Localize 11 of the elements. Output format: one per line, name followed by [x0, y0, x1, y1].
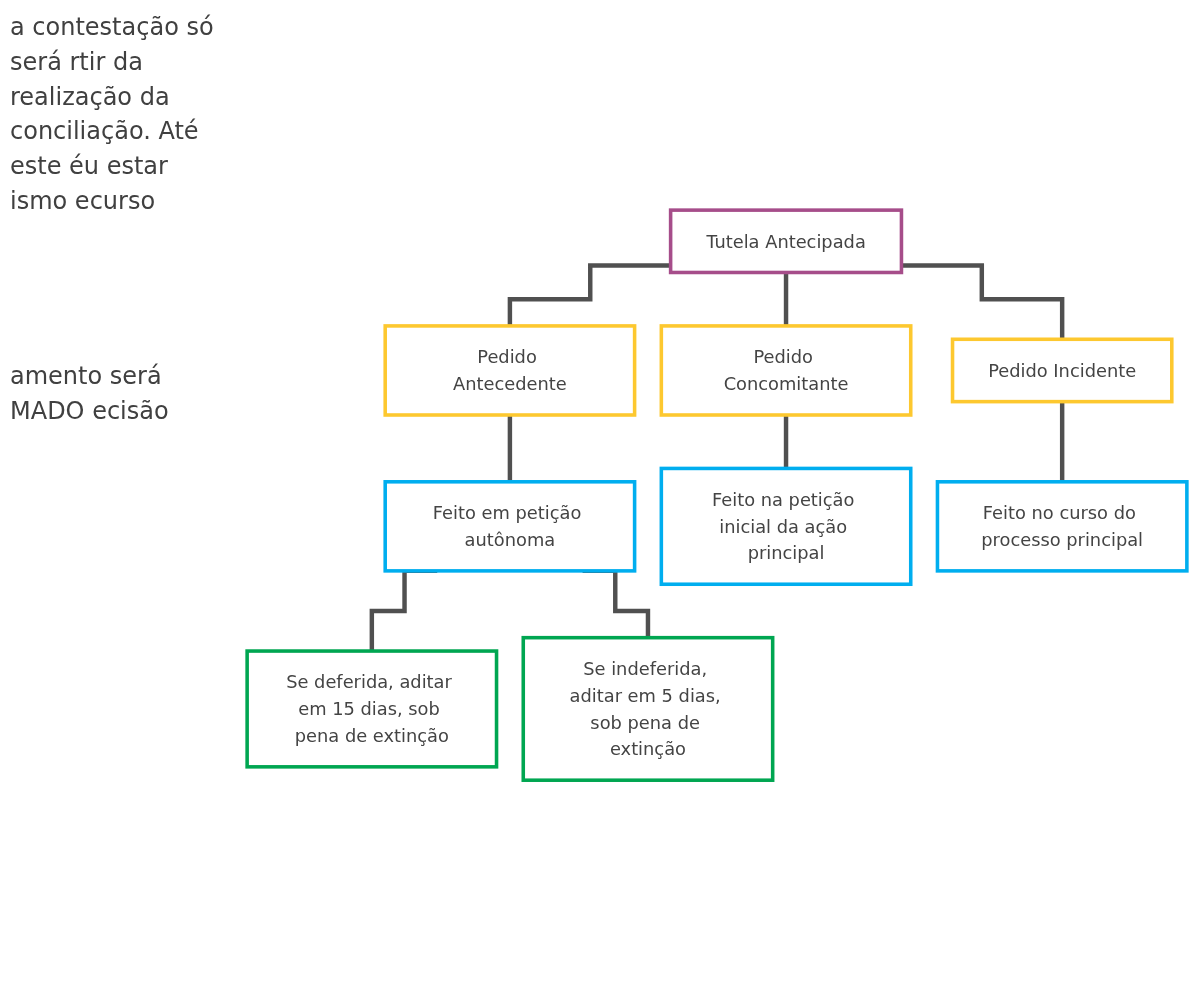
- note-text: amento será MADO ecisão: [10, 360, 170, 427]
- node-box: Feito no curso do processo principal: [935, 479, 1189, 573]
- node-box: Tutela Antecipada: [668, 208, 904, 275]
- node-box: Pedido Incidente: [950, 337, 1174, 404]
- node-box: Se deferida, aditar em 15 dias, sob pena de extinção: [245, 649, 499, 769]
- node-box: Feito na petição inicial da ação principal: [659, 466, 913, 586]
- node-box: Pedido Antecedente: [383, 323, 637, 417]
- note-text: a contestação só será rtir da realização da conciliação. Até este éu estar ismo ecurso: [10, 12, 215, 217]
- node-box: Se indeferida, aditar em 5 dias, sob pena de extinção: [521, 635, 775, 782]
- node-box: Pedido Concomitante: [659, 323, 913, 417]
- node-box: Feito em petição autônoma: [383, 479, 637, 573]
